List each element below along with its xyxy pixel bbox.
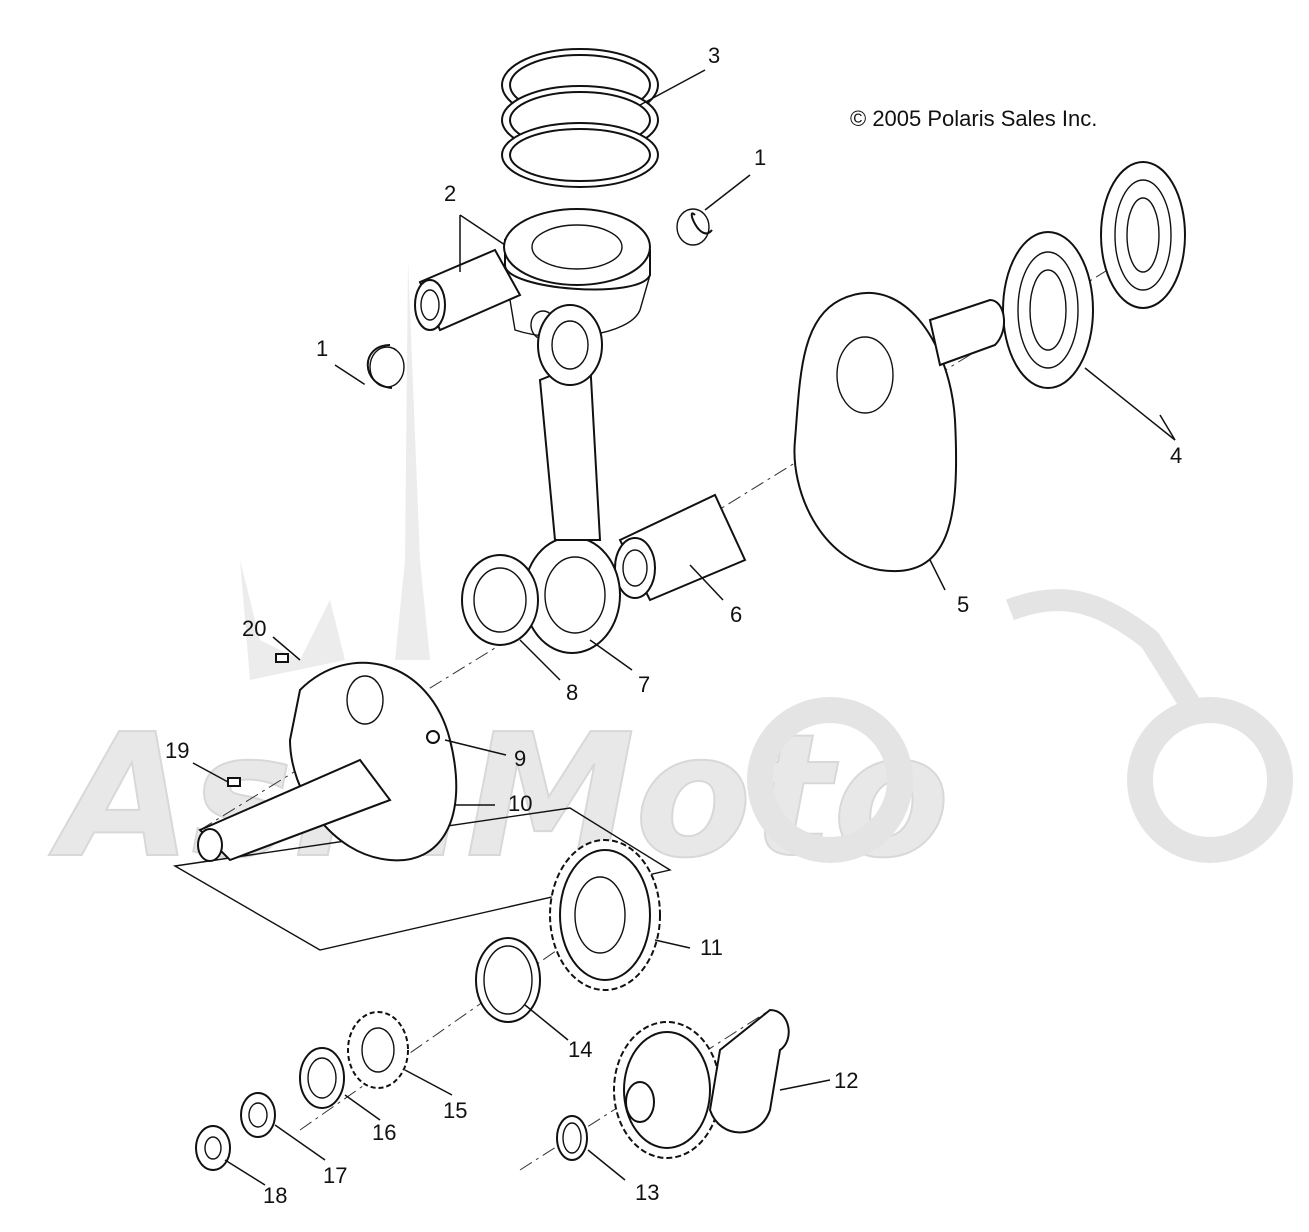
connecting-rod-icon: [523, 304, 621, 654]
callout-13: 13: [635, 1180, 659, 1205]
watermark: AsiaMoto: [47, 260, 1293, 897]
ball-bearing-icon: [1100, 161, 1186, 309]
callout-15: 15: [443, 1098, 467, 1123]
watermark-text: AsiaMoto: [48, 698, 950, 896]
crank-half-icon: [197, 661, 458, 862]
crank-pin-icon: [614, 493, 747, 602]
callout-16: 16: [372, 1120, 396, 1145]
ball-bearing-icon: [1002, 231, 1094, 389]
callout-11: 11: [700, 935, 723, 960]
callout-3: 3: [708, 43, 720, 68]
callout-19: 19: [165, 738, 189, 763]
balance-shaft-icon: [613, 1008, 790, 1159]
callout-4: 4: [1170, 443, 1182, 468]
plug-icon: [426, 730, 440, 744]
sprocket-icon: [347, 1011, 409, 1089]
key-icon: [275, 653, 289, 663]
needle-bearing-icon: [461, 554, 539, 646]
hex-nut-icon: [195, 1125, 231, 1171]
callouts: 3 2 1 1 4 5 6 7 8 9 10 20 19 11 12 14 15…: [165, 43, 1182, 1208]
piston-pin-icon: [414, 248, 522, 332]
callout-18: 18: [263, 1183, 287, 1208]
piston-icon: [503, 208, 651, 340]
circlip-icon: [676, 208, 710, 246]
callout-9: 9: [514, 746, 526, 771]
leader-lines: [192, 69, 1176, 1186]
callout-7: 7: [638, 672, 650, 697]
washer-icon: [475, 937, 541, 1023]
copyright-notice: © 2005 Polaris Sales Inc.: [850, 106, 1098, 131]
key-icon: [227, 777, 241, 787]
callout-17: 17: [323, 1163, 347, 1188]
crank-half-icon: [793, 292, 1006, 573]
callout-10: 10: [508, 791, 532, 816]
washer-icon: [556, 1115, 588, 1161]
callout-5: 5: [957, 592, 969, 617]
callout-1: 1: [316, 336, 328, 361]
callout-12: 12: [834, 1068, 858, 1093]
nut-icon: [299, 1047, 345, 1109]
callout-14: 14: [568, 1037, 592, 1062]
callout-2: 2: [444, 181, 456, 206]
drive-gear-icon: [549, 839, 661, 991]
callout-20: 20: [242, 616, 266, 641]
circlip-icon: [366, 344, 393, 389]
washer-icon: [240, 1092, 276, 1138]
piston-ring-set-icon: [501, 48, 659, 188]
callout-6: 6: [730, 602, 742, 627]
callout-1: 1: [754, 145, 766, 170]
callout-8: 8: [566, 680, 578, 705]
circlip-icon: [369, 346, 405, 388]
